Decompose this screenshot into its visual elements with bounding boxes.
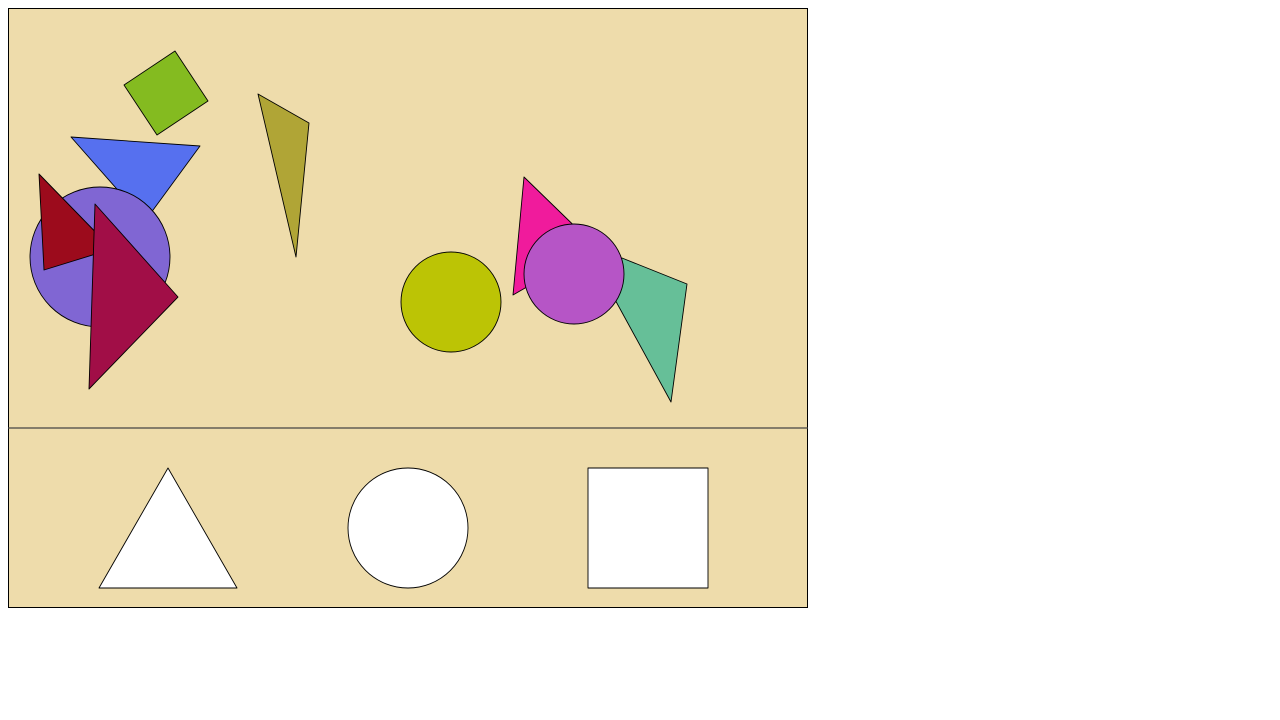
square-target[interactable]	[587, 467, 709, 589]
blue-triangle[interactable]	[70, 136, 201, 222]
green-square[interactable]	[123, 50, 209, 136]
teal-quadrilateral[interactable]	[606, 257, 688, 403]
crimson-triangle[interactable]	[88, 203, 179, 390]
magenta-circle[interactable]	[523, 223, 625, 325]
circle-target[interactable]	[347, 467, 469, 589]
triangle-target[interactable]	[98, 467, 238, 589]
target-slots-area	[98, 467, 709, 589]
loose-shapes-area	[29, 50, 688, 403]
olive-triangle[interactable]	[257, 93, 310, 258]
yellow-green-circle[interactable]	[400, 251, 502, 353]
